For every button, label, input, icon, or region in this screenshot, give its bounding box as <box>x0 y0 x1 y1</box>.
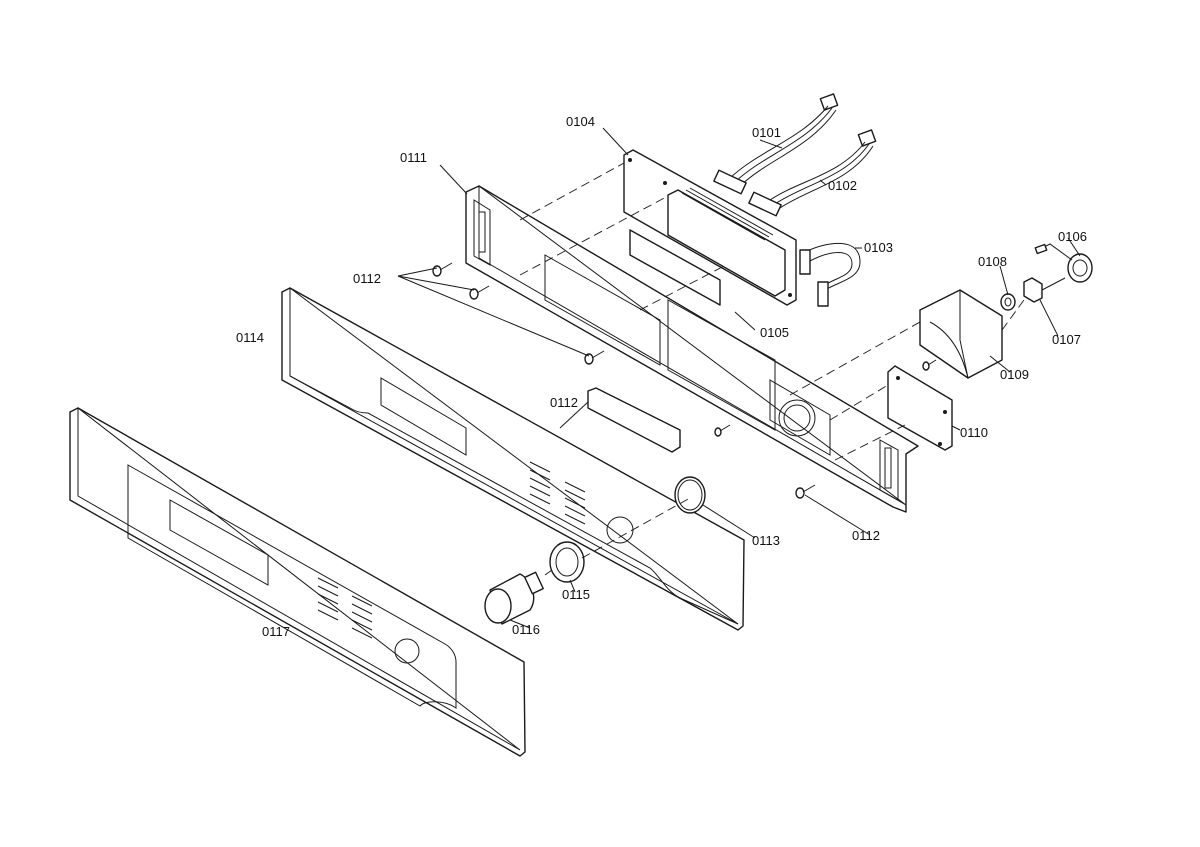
label-0110: 0110 <box>960 425 988 440</box>
label-0117: 0116 <box>512 622 540 637</box>
label-0103: 0103 <box>864 240 893 255</box>
label-0116: 0115 <box>562 587 590 602</box>
label-0104: 0104 <box>566 114 595 129</box>
part-0101-harness <box>713 93 839 195</box>
label-0115: 0114 <box>236 330 264 345</box>
leader-lines <box>397 127 1081 629</box>
part-0114-oring <box>674 476 706 514</box>
part-0115-panel <box>281 287 745 631</box>
part-0116-ring <box>549 541 585 583</box>
label-0112b: 0112 <box>852 528 880 543</box>
label-0114: 0113 <box>752 533 780 548</box>
part-0107-bracket <box>1023 277 1066 303</box>
label-0118: 0117 <box>262 624 290 639</box>
part-0110-plate <box>887 365 953 451</box>
part-0108-nut <box>1000 293 1016 311</box>
part-0117-knob <box>484 571 544 625</box>
part-0106-encoder <box>1034 243 1093 283</box>
label-0107: 0107 <box>1052 332 1081 347</box>
vent-slots-0118 <box>317 577 373 639</box>
label-0109: 0109 <box>1000 367 1029 382</box>
vent-slots-0115 <box>529 461 586 525</box>
part-0109-bracket <box>919 289 1003 379</box>
part-0113-strip <box>587 387 681 453</box>
part-0112-screws <box>432 262 937 499</box>
part-0104-circuit-board <box>623 149 797 306</box>
part-0118-panel <box>69 406 526 757</box>
label-0112a: 0112 <box>353 271 381 286</box>
label-0111: 0111 <box>400 150 427 165</box>
label-0105: 0105 <box>760 325 789 340</box>
assembly-guide-lines <box>519 162 1025 576</box>
part-0111-frame <box>465 185 919 513</box>
label-0106: 0106 <box>1058 229 1087 244</box>
board-connector-pins <box>681 187 774 241</box>
label-0108: 0108 <box>978 254 1007 269</box>
label-0113: 0112 <box>550 395 578 410</box>
label-0101: 0101 <box>752 125 781 140</box>
part-0103-ribbon-cable <box>799 242 861 307</box>
part-0105-display-panel <box>629 229 721 306</box>
part-0102-harness <box>748 129 877 217</box>
part-labels: 0104 0101 0111 0102 0106 0103 0108 0112 … <box>236 114 1087 639</box>
label-0102: 0102 <box>828 178 857 193</box>
